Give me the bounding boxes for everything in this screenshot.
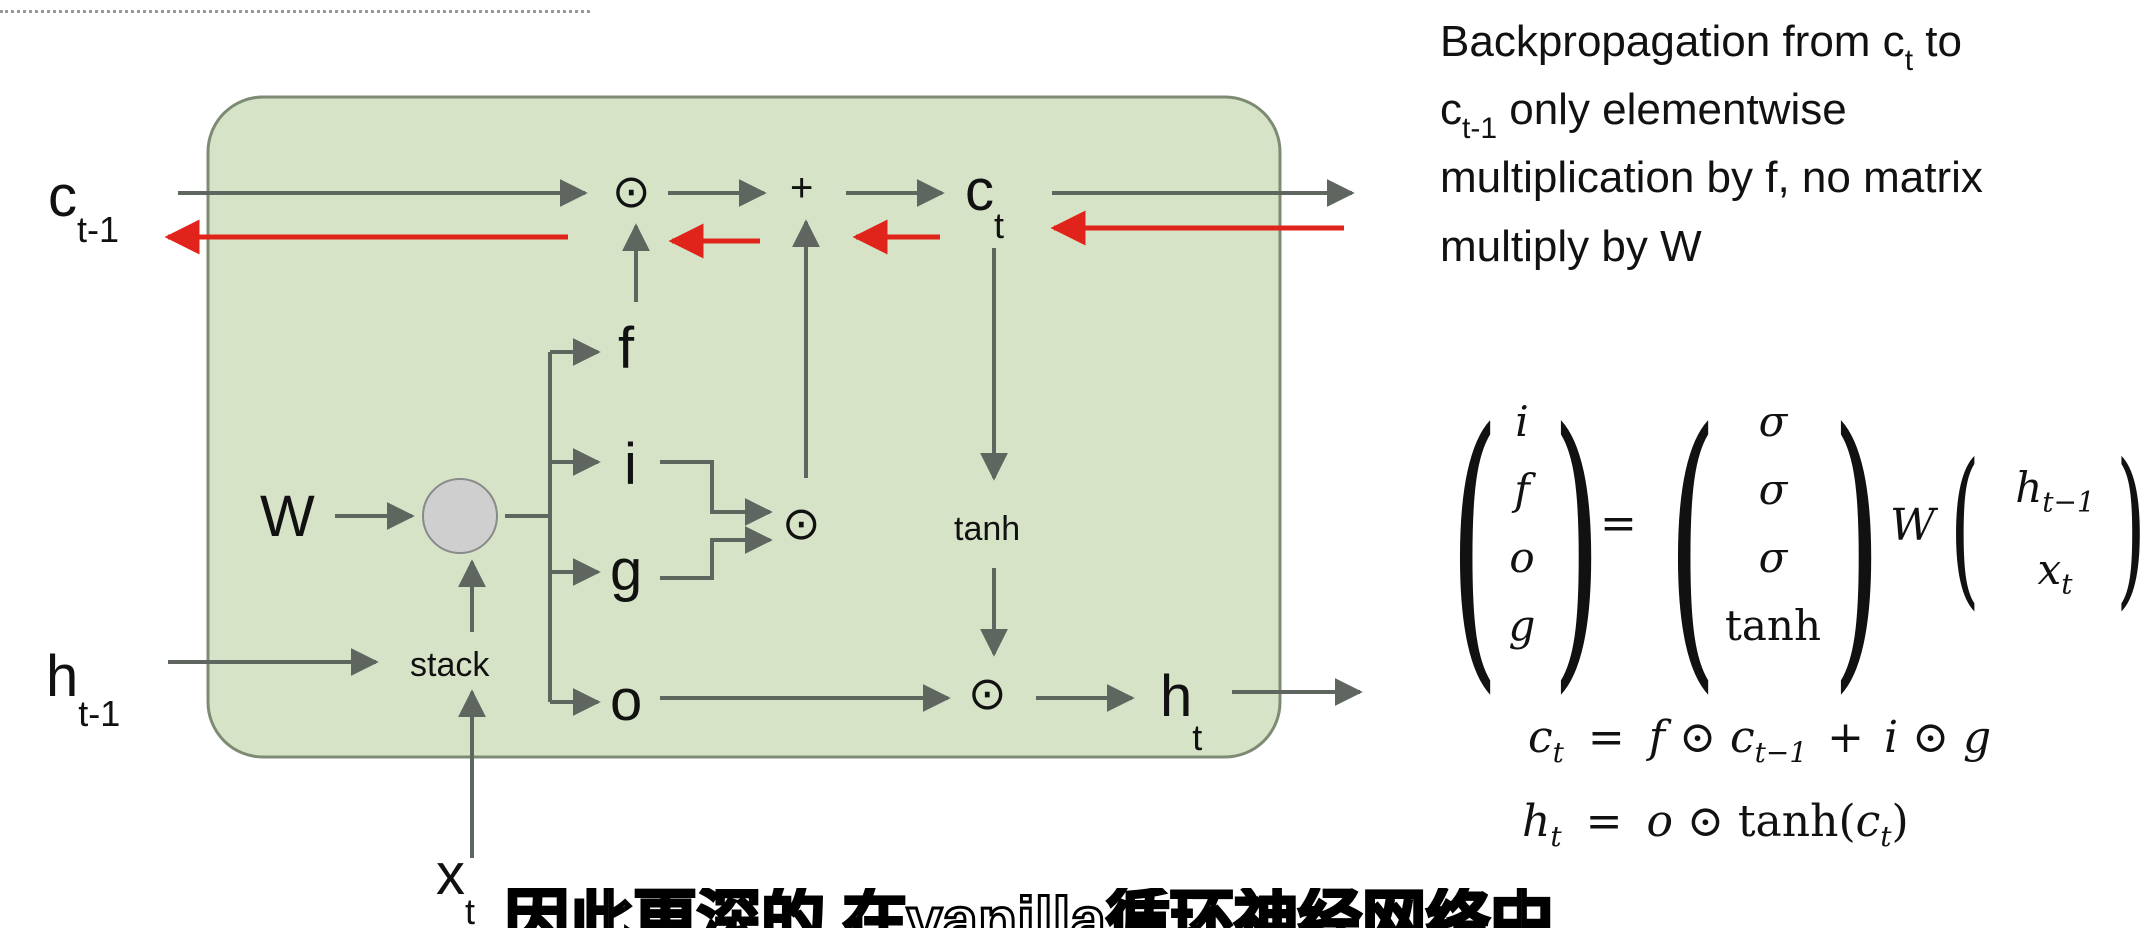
gate-i: i	[624, 432, 637, 497]
vec-left-f: f	[1514, 465, 1530, 514]
label-h-t-sub: t	[1192, 717, 1203, 758]
note-line2-sub: t-1	[1462, 112, 1498, 146]
act-sigma-1: σ	[1758, 397, 1788, 446]
tanh-label: tanh	[954, 510, 1021, 548]
act-vector-open-paren: (	[1668, 370, 1718, 719]
matrix-w: W	[1890, 500, 1936, 551]
note-line1-post: to	[1913, 17, 1962, 66]
right-vector-open-paren: (	[1950, 428, 1980, 626]
input-multiply-op: ⊙	[782, 497, 821, 549]
forget-multiply-op: ⊙	[612, 165, 651, 217]
vec-right-x-main: x	[2037, 545, 2062, 595]
ct-eq-plus: +	[1827, 712, 1865, 763]
ht-eq-c: c	[1855, 796, 1881, 847]
note-line1-pre: Backpropagation from c	[1440, 17, 1905, 66]
left-vector: i f o g	[1492, 388, 1552, 660]
vec-right-h-main: h	[2015, 463, 2043, 512]
ct-eq-lhs: c	[1528, 712, 1553, 763]
act-sigma-2: σ	[1758, 465, 1788, 514]
act-tanh: tanh	[1724, 601, 1822, 650]
arrow-i-to-input-mul	[660, 460, 773, 526]
act-sigma-3: σ	[1758, 533, 1788, 582]
ct-eq-g: g	[1962, 712, 1992, 763]
label-x-t-sub: t	[465, 891, 476, 932]
lstm-cell-box	[206, 95, 1282, 759]
ct-eq-odot-2: ⊙	[1912, 712, 1949, 763]
output-multiply-op: ⊙	[968, 667, 1007, 719]
vec-right-h-sub: t−1	[2042, 485, 2095, 519]
ht-eq-c-sub: t	[1880, 819, 1892, 853]
ht-eq-o: o	[1646, 796, 1673, 847]
plus-op: +	[790, 166, 814, 210]
vec-left-i: i	[1515, 397, 1529, 446]
ct-eq-c: c	[1729, 712, 1755, 763]
ct-eq-i: i	[1884, 712, 1899, 763]
label-h-t: ht	[1160, 668, 1202, 756]
label-c-prev-sub: t-1	[77, 209, 120, 250]
gate-o: o	[610, 668, 643, 733]
gate-f: f	[618, 316, 635, 381]
label-h-t-main: h	[1160, 664, 1193, 729]
note-line-1: Backpropagation from ct to	[1440, 8, 2140, 77]
cell-state-equation: ct = f ⊙ ct−1 + i ⊙ g	[1528, 712, 1991, 769]
ct-eq-f: f	[1648, 712, 1666, 763]
top-edge-text-fragment	[0, 0, 590, 13]
right-vector-close-paren: )	[2116, 428, 2146, 626]
label-c-prev-main: c	[48, 164, 77, 229]
label-h-prev-main: h	[46, 644, 79, 709]
vec-left-g: g	[1508, 601, 1536, 650]
ht-eq-odot: ⊙	[1686, 796, 1724, 847]
label-w: W	[260, 484, 315, 549]
note-line-2: ct-1 only elementwise	[1440, 76, 2140, 146]
video-subtitle: 因此更深的 在vanilla循环神经网络中	[505, 888, 1665, 928]
note-line-4: multiply by W	[1440, 221, 1702, 271]
note-line2-post: only elementwise	[1497, 85, 1847, 135]
hidden-state-equation: ht = o ⊙ tanh(ct)	[1522, 796, 1909, 853]
ct-eq-equals: =	[1587, 712, 1625, 763]
gate-g: g	[610, 538, 643, 603]
left-vector-open-paren: (	[1450, 370, 1500, 719]
weight-multiply-node	[422, 478, 498, 554]
note-line1-sub: t	[1904, 44, 1914, 77]
ht-eq-equals: =	[1585, 796, 1623, 847]
label-c-t: ct	[965, 162, 1004, 244]
right-vector: ht−1 xt	[1990, 454, 2120, 619]
label-c-t-main: c	[965, 158, 994, 223]
video-subtitle-text: 因此更深的 在vanilla循环神经网络中	[505, 888, 1556, 928]
ht-eq-lhs: h	[1522, 796, 1551, 847]
ht-eq-tanh-open: tanh(	[1737, 796, 1856, 847]
label-x-t-main: x	[436, 842, 465, 907]
note-line-3: multiplication by f, no matrix	[1440, 153, 1983, 203]
label-c-prev: ct-1	[48, 168, 119, 248]
backprop-note: Backpropagation from ct to ct-1 only ele…	[1440, 8, 2140, 281]
equals-sign: =	[1600, 498, 1637, 549]
label-c-t-sub: t	[994, 205, 1005, 246]
note-line2-pre: c	[1440, 85, 1462, 135]
arrow-g-to-input-mul	[660, 526, 773, 580]
ct-eq-lhs-sub: t	[1552, 735, 1564, 769]
ct-eq-c-sub: t−1	[1754, 735, 1808, 769]
vec-right-x: xt	[1990, 536, 2120, 618]
act-vector-close-paren: )	[1832, 370, 1882, 719]
label-h-prev: ht-1	[46, 648, 120, 732]
ht-eq-close: )	[1891, 796, 1909, 847]
vec-left-o: o	[1509, 533, 1535, 582]
label-h-prev-sub: t-1	[78, 693, 121, 734]
stack-label: stack	[410, 646, 490, 684]
left-vector-close-paren: )	[1552, 370, 1602, 719]
ht-eq-lhs-sub: t	[1550, 819, 1562, 853]
activation-vector: σ σ σ tanh	[1708, 388, 1838, 660]
ct-eq-odot-1: ⊙	[1679, 712, 1716, 763]
vec-right-h: ht−1	[1990, 454, 2120, 536]
label-x-t: xt	[436, 846, 475, 930]
vec-right-x-sub: t	[2061, 567, 2073, 601]
